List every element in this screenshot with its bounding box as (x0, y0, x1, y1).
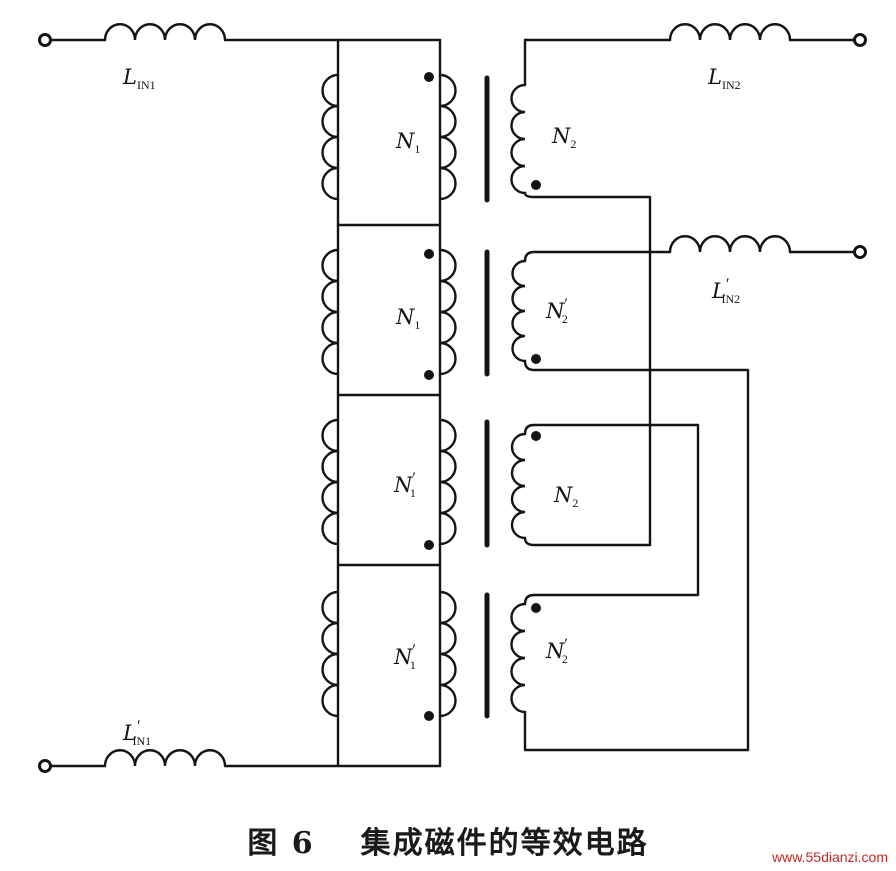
terminal-in1-top (38, 33, 52, 47)
coil-primary-right-b (438, 248, 457, 376)
circuit-wires (49, 38, 856, 768)
label-winding-n2-prime-b: N′2 (545, 636, 568, 666)
wire-s3-top (523, 423, 700, 436)
coil-secondary-n2-prime-a (511, 259, 527, 363)
terminal-in1-bottom (38, 759, 52, 773)
coil-secondary-n2-a (510, 83, 527, 195)
polarity-dots (424, 72, 541, 721)
label-winding-n1-a: N1 (395, 129, 420, 156)
wire-s4-top (523, 593, 700, 606)
dot-n2-prime-b (531, 603, 541, 613)
dot-n1-a (424, 72, 434, 82)
dot-n2-b (531, 431, 541, 441)
dot-n2-a (531, 180, 541, 190)
label-winding-n2-prime-a: N′2 (545, 296, 568, 326)
dot-n1-prime-a (424, 370, 434, 380)
wire-s4-bottom (523, 710, 750, 752)
label-lin2: LIN2 (707, 65, 741, 92)
coil-secondary-n2-prime-b (510, 602, 527, 714)
terminal-in2-mid (853, 245, 867, 259)
dot-n1-prime-c (424, 711, 434, 721)
inductor-lin1 (103, 23, 227, 42)
dot-n1-b (424, 249, 434, 259)
figure-title: 集成磁件的等效电路 (360, 826, 649, 861)
coil-primary-left-a (321, 73, 340, 201)
figure-caption: 图 6 集成磁件的等效电路 (0, 818, 896, 862)
terminal-in2-top (853, 33, 867, 47)
inductor-lin1-prime (103, 749, 227, 768)
wire-s2-top (523, 250, 672, 263)
coil-secondary-n2-b (510, 432, 527, 540)
label-winding-n2-a: N2 (551, 124, 576, 151)
label-winding-n1-prime-a: N′1 (393, 470, 416, 500)
inductor-lin2-prime (668, 235, 792, 254)
watermark: www.55dianzi.com (772, 849, 888, 865)
dot-n2-prime-a (531, 354, 541, 364)
label-lin1-prime: L′IN1 (122, 718, 151, 748)
circuit-terminals (38, 33, 867, 773)
coil-primary-left-c (321, 418, 340, 546)
coil-primary-left-b (321, 248, 340, 376)
wire-s2-to-s4 (523, 359, 750, 752)
label-lin2-prime: L′IN2 (711, 276, 740, 306)
inductor-lin2 (668, 23, 792, 42)
figure-number: 图 6 (247, 826, 315, 861)
label-winding-n1-prime-b: N′1 (393, 642, 416, 672)
coil-primary-right-a (438, 73, 457, 201)
circuit-coils (103, 23, 792, 768)
coil-primary-right-c (438, 418, 457, 546)
label-winding-n1-b: N1 (395, 305, 420, 332)
label-lin1: LIN1 (122, 65, 156, 92)
coil-primary-right-d (438, 590, 457, 718)
coil-primary-left-d (321, 590, 340, 718)
dot-n1-prime-b (424, 540, 434, 550)
wire-s3-bottom (523, 536, 652, 547)
label-winding-n2-b: N2 (553, 483, 578, 510)
